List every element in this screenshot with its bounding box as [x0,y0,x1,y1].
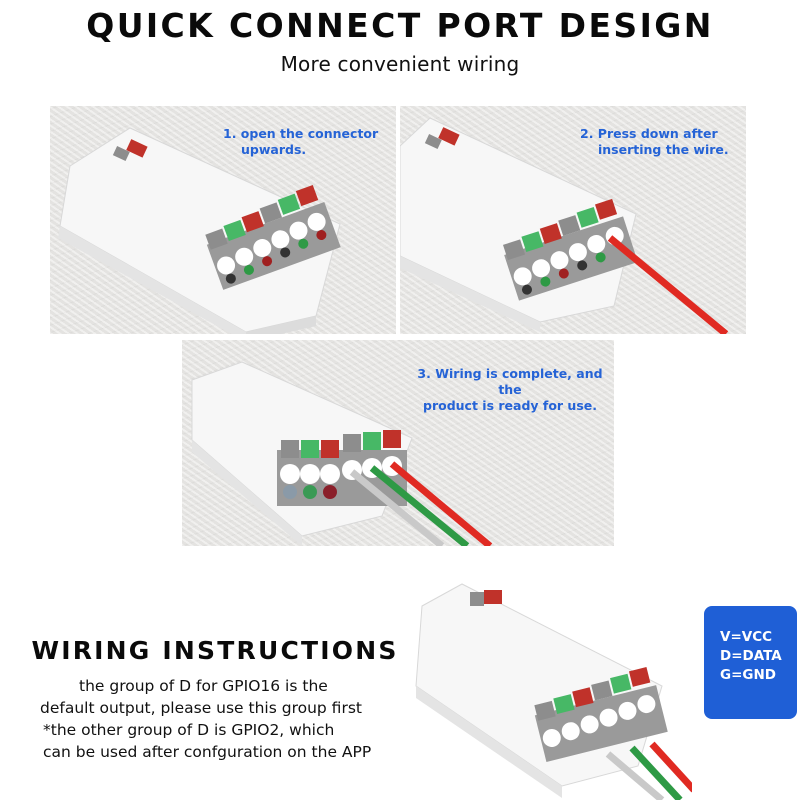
step-2-line-1: 2. Press down after [580,126,718,141]
step-3-text: 3. Wiring is complete, and the product i… [406,366,614,414]
vcc-wire [649,741,692,793]
top-latch-connector [470,590,502,606]
terminal-block [534,666,668,762]
legend-gnd: G=GND [720,667,776,683]
step-1-line-1: 1. open the connector [223,126,379,141]
gnd-wire [605,751,665,800]
vcc-wire [389,461,493,546]
step-1-text: 1. open the connector upwards. [223,126,378,158]
controller-device-image [191,361,493,546]
wiring-instruction-line: can be used after confguration on the AP… [43,743,372,761]
top-latch-connector [112,139,148,162]
data-wire [369,465,470,546]
step-2-line-2: inserting the wire. [598,142,729,157]
step-3-panel: 3. Wiring is complete, and the product i… [182,340,614,546]
legend-vcc: V=VCC [720,629,773,645]
data-wire [629,745,683,800]
wiring-instruction-line: *the other group of D is GPIO2, which [43,721,335,739]
controller-device-image [58,127,341,334]
controller-body [58,127,341,334]
step-3-line-2: product is ready for use. [423,398,597,413]
step-1-panel: 1. open the connector upwards. [50,106,396,334]
pin-legend-box: V=VCC D=DATA G=GND [704,606,797,719]
wiring-instructions-title: WIRING INSTRUCTIONS [31,636,399,665]
controller-device-image [400,117,729,334]
page-subtitle: More convenient wiring [280,52,520,76]
terminal-block [502,198,638,301]
terminal-block [205,184,341,290]
wiring-instruction-line: the group of D for GPIO16 is the [79,677,328,695]
controller-device-image [415,583,692,800]
legend-data: D=DATA [720,648,782,664]
step-3-line-1: 3. Wiring is complete, and the [417,366,603,397]
step-2-text: 2. Press down after inserting the wire. [580,126,729,158]
step-2-panel: 2. Press down after inserting the wire. [400,106,746,334]
red-wire [607,235,729,334]
gnd-wire [349,469,445,546]
page-title: QUICK CONNECT PORT DESIGN [86,6,714,45]
step-1-line-2: upwards. [241,142,307,157]
top-latch-connector [424,127,460,150]
wiring-instruction-line: default output, please use this group fi… [40,699,362,717]
